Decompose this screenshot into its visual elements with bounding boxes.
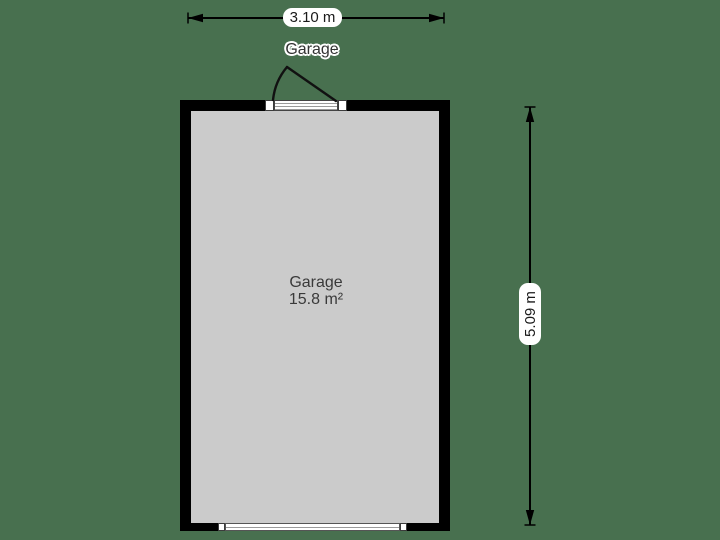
door-swing bbox=[271, 65, 338, 103]
wall-left bbox=[180, 100, 191, 531]
width-dimension-label: 3.10 m bbox=[283, 8, 342, 27]
room-floor bbox=[191, 111, 439, 523]
room-name: Garage bbox=[289, 274, 343, 291]
garage-door-jamb-left bbox=[218, 523, 225, 531]
wall-bottom-right-segment bbox=[407, 523, 450, 531]
garage-door-panel bbox=[225, 523, 400, 531]
wall-bottom-left-segment bbox=[180, 523, 218, 531]
garage-door-jamb-right bbox=[400, 523, 407, 531]
door-room-label: Garage bbox=[285, 41, 339, 58]
wall-right bbox=[439, 100, 450, 531]
wall-top-left-segment bbox=[180, 100, 267, 111]
door-jamb-left bbox=[265, 100, 274, 111]
height-dimension-label: 5.09 m bbox=[519, 283, 541, 345]
floor-plan bbox=[180, 100, 450, 531]
wall-top-right-segment bbox=[347, 100, 450, 111]
door-jamb-right bbox=[338, 100, 347, 111]
room-label: Garage 15.8 m² bbox=[256, 274, 376, 308]
door-threshold bbox=[274, 100, 338, 111]
room-area: 15.8 m² bbox=[288, 291, 344, 308]
